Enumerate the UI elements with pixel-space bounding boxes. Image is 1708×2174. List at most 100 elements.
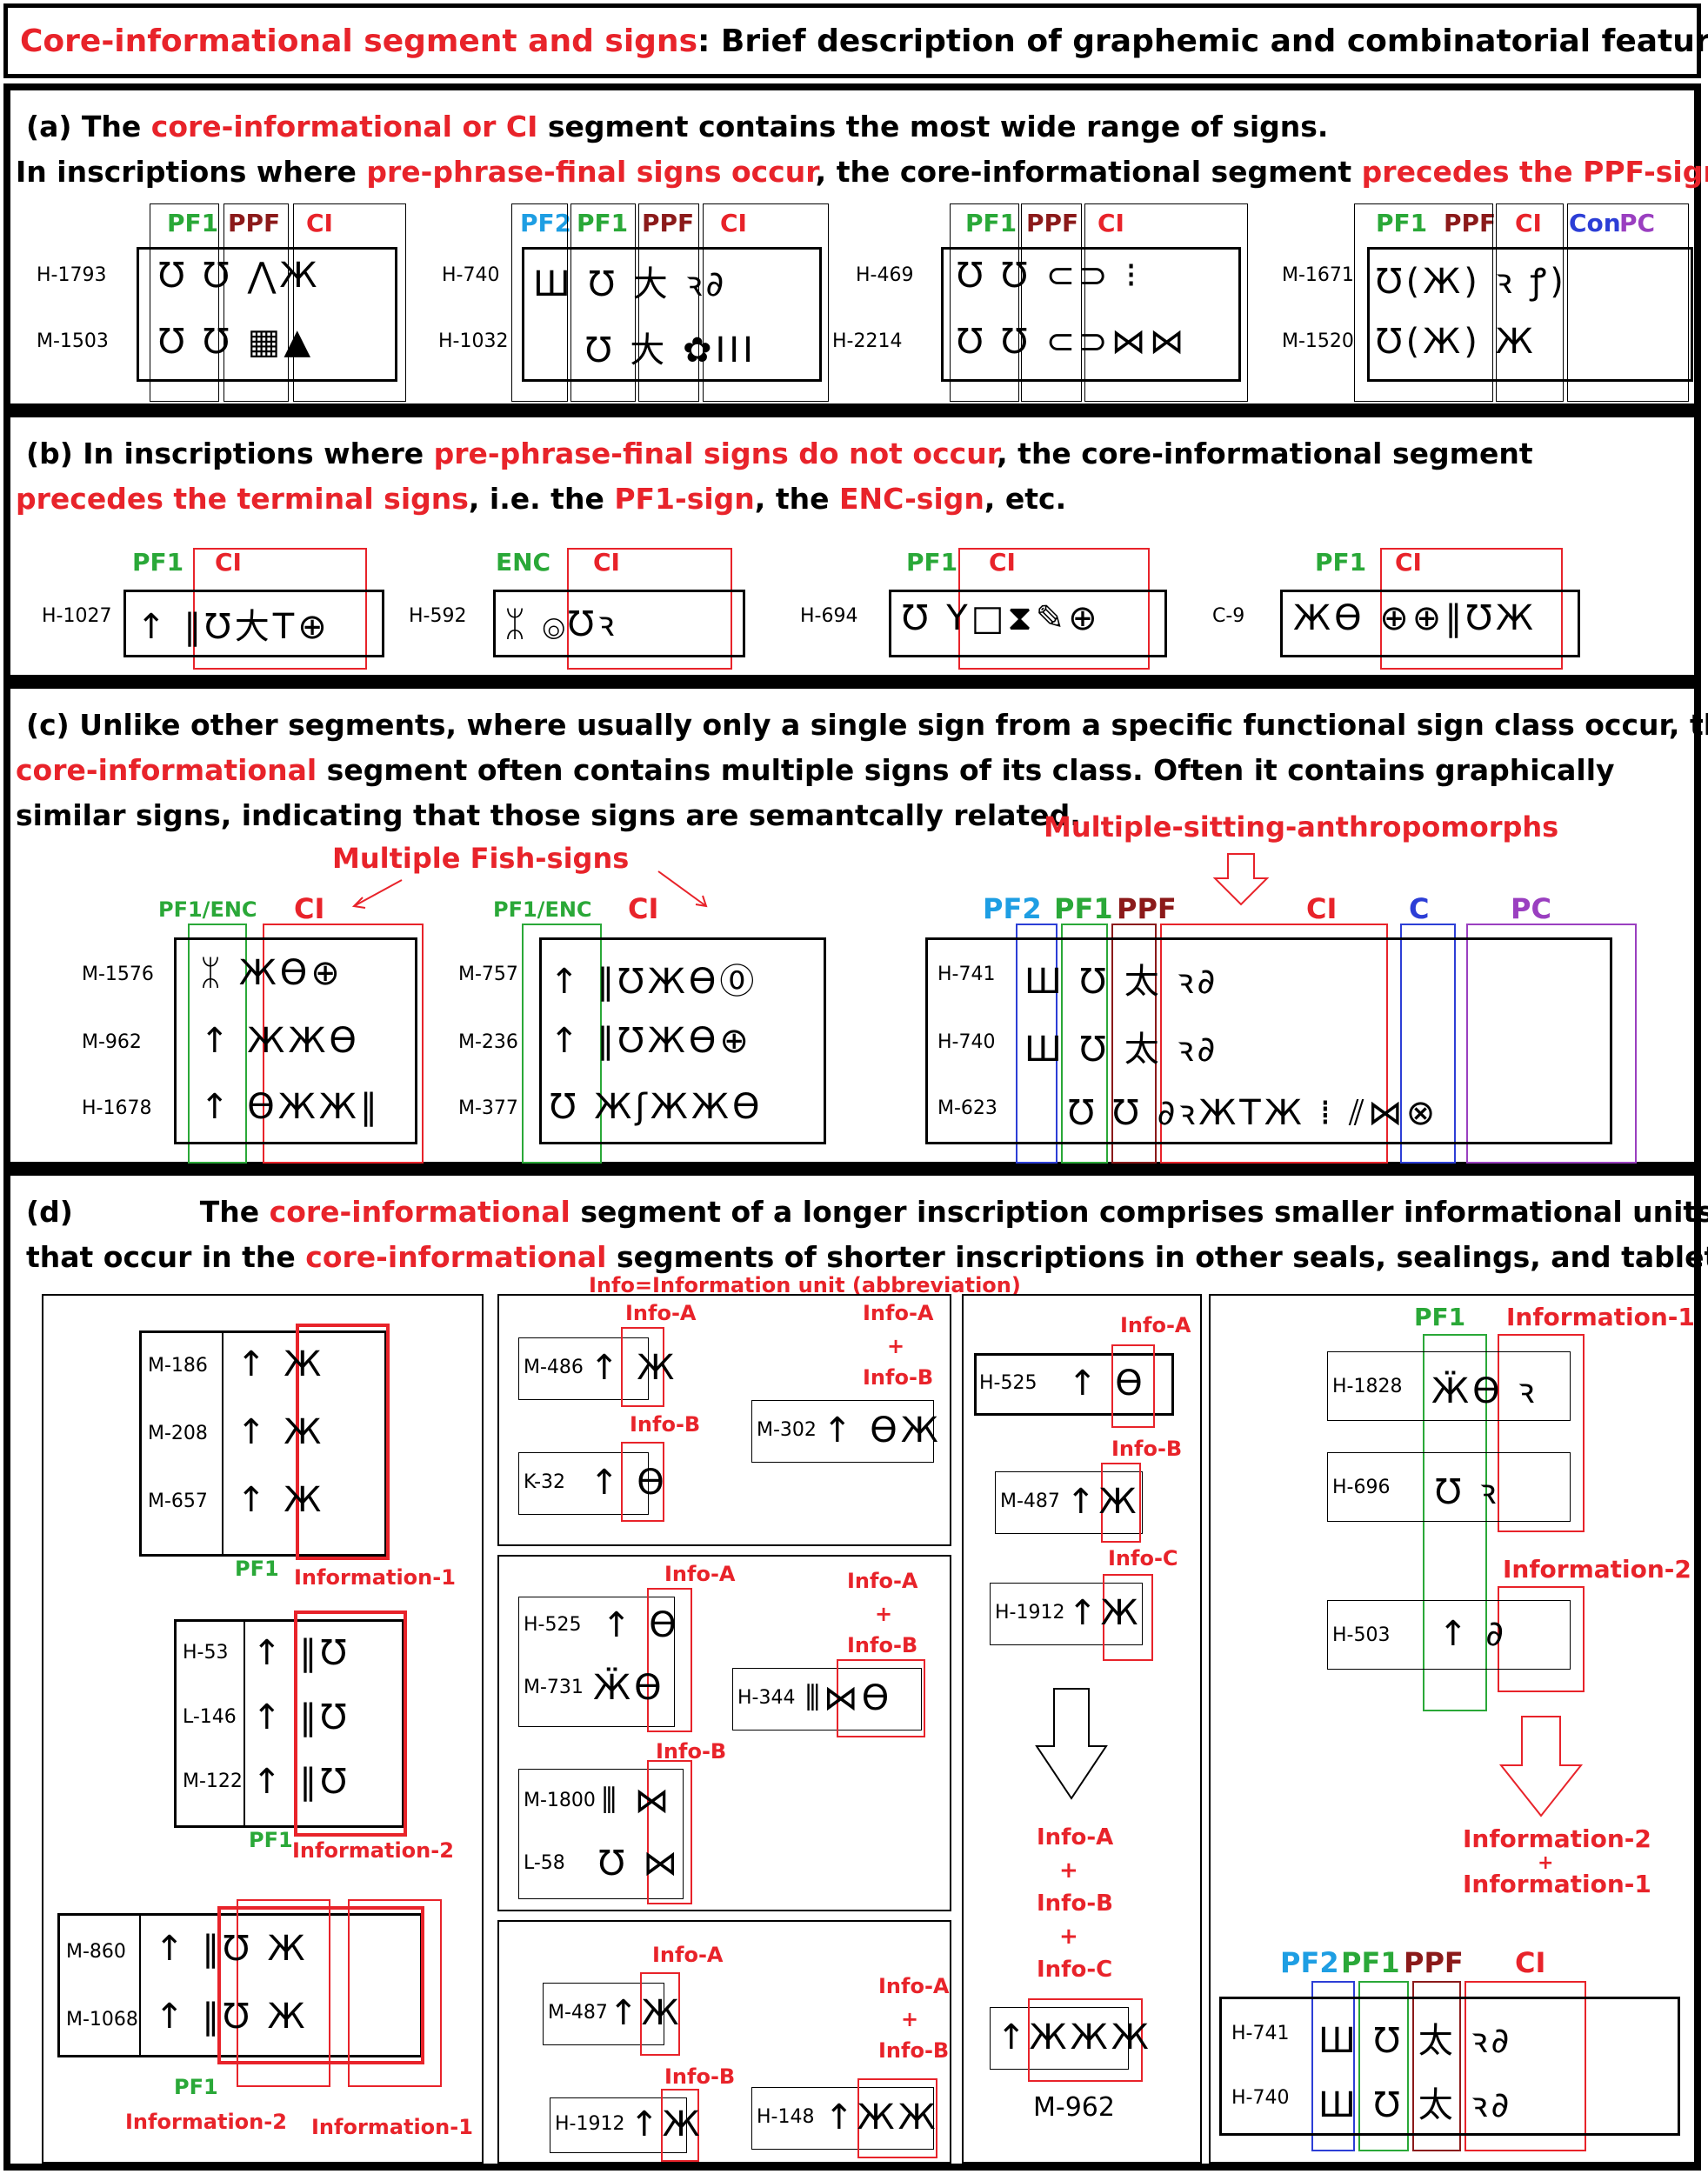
label-ci: CI — [593, 548, 620, 577]
inscription-box — [522, 247, 822, 382]
info-b-frame — [1101, 1463, 1141, 1543]
label-pf1: PF1 — [1315, 548, 1367, 577]
label-info-b: Info-B — [630, 1412, 701, 1437]
inscription-box — [174, 1619, 404, 1828]
sign-row: ӜӨ — [593, 1668, 665, 1708]
inscription-box — [174, 937, 417, 1144]
info-a-frame — [647, 1588, 692, 1732]
information-1-frame — [348, 1899, 442, 2087]
inscription-id: H-1793 — [37, 264, 107, 286]
label-info-a: Info-A — [652, 1943, 724, 1967]
label-ci: CI — [215, 548, 242, 577]
inscription-box — [518, 1597, 675, 1727]
inscription-id: H-525 — [979, 1372, 1037, 1394]
sign-row: ↑ Ө — [1068, 1364, 1146, 1404]
inscription-id: M-122 — [183, 1771, 243, 1792]
info-ab-frame — [857, 2078, 937, 2158]
sign-row: Ʊ Ʊ ⊂⊃⋈⋈ — [957, 322, 1188, 362]
inscription-id: M-487 — [548, 2002, 608, 2024]
inscription-box — [925, 937, 1612, 1144]
inscription-id: M-236 — [458, 1031, 518, 1053]
segment-frame — [224, 203, 289, 402]
label-info-a: Info-A — [878, 1974, 950, 1998]
sign-row: Ʊ Ʊ ⊂⊃ ⁝ — [957, 256, 1141, 296]
label-pf1: PF1 — [1054, 892, 1113, 925]
ci-frame — [263, 924, 424, 1164]
panel-a-group-3: PF1 PPF CI H-469 H-2214 Ʊ Ʊ ⊂⊃ ⁝ Ʊ Ʊ ⊂⊃⋈… — [819, 203, 1254, 403]
label-ci: CI — [989, 548, 1016, 577]
divider — [244, 1619, 245, 1828]
inscription-id: M-1671 — [1282, 264, 1354, 286]
label-ppf: PPF — [228, 209, 281, 237]
info-c-frame — [1103, 1574, 1153, 1661]
inscription-id: H-344 — [737, 1687, 796, 1709]
label-information-2: Information-2 — [292, 1838, 454, 1863]
inscription-box — [1327, 1600, 1571, 1670]
divider — [222, 1330, 224, 1557]
label-information-1: Information-1 — [311, 2115, 473, 2139]
inscription-id: H-53 — [183, 1642, 229, 1664]
panel-b-group-4: PF1 CI C-9 ЖӨ ⊕⊕‖ƱЖ — [1202, 548, 1585, 678]
title-bar: Core-informational segment and signs: Br… — [3, 3, 1708, 78]
ci-frame — [567, 548, 732, 670]
inscription-id: M-1503 — [37, 330, 109, 352]
sign-row: ↑ ӨЖ — [823, 1410, 942, 1450]
label-info-b: Info-B — [847, 1633, 918, 1657]
inscription-id: L-146 — [183, 1706, 237, 1728]
label-plus: + — [1059, 1924, 1078, 1950]
info-a-frame — [640, 1972, 680, 2056]
sign-row: ↑ ‖Ʊ Ж — [155, 1997, 309, 2037]
label-info-a: Info-A — [1037, 1824, 1114, 1851]
label-info-b: Info-B — [863, 1365, 934, 1390]
segment-frame — [703, 203, 829, 402]
c-frame — [1400, 924, 1456, 1164]
label-pf1-enc: PF1/ENC — [158, 897, 257, 922]
ci-frame — [1380, 548, 1563, 670]
inscription-id: H-469 — [856, 264, 914, 286]
inscription-box — [751, 2087, 934, 2150]
label-plus: + — [875, 1602, 893, 1626]
info-abc-frame — [1028, 1998, 1143, 2082]
label-pf1: PF1 — [167, 209, 219, 237]
label-information-1: Information-1 — [1463, 1870, 1651, 1898]
panel-b-group-3: PF1 CI H-694 Ʊ Y□⧗✎⊕ — [793, 548, 1176, 678]
ci-frame — [1464, 1981, 1586, 2151]
inscription-box — [732, 1668, 922, 1731]
label-pf1: PF1 — [1376, 209, 1428, 237]
inscription-box — [123, 590, 384, 657]
segment-frame — [570, 203, 636, 402]
label-information-2: Information-2 — [1503, 1555, 1691, 1584]
inscription-box — [1327, 1452, 1571, 1522]
sign-row: ↑Ж — [1068, 1593, 1142, 1633]
inscription-box — [1367, 247, 1693, 382]
inscription-box — [990, 2007, 1129, 2070]
label-c: C — [1409, 892, 1430, 925]
panel-b: (b) In inscriptions where pre-phrase-fin… — [3, 410, 1701, 682]
sign-row: ↑ ‖Ʊ大T⊕ — [137, 607, 330, 647]
inscription-id: H-1912 — [555, 2113, 625, 2135]
sign-row: Ш Ʊ 太 ꝛ∂ — [1024, 962, 1219, 1002]
inscription-box — [539, 937, 826, 1144]
panel-d-column-2: Info-A Info-A + Info-B M-486 ↑ Ж Info-B … — [497, 1294, 951, 2164]
pf1-frame — [1423, 1334, 1487, 1711]
panel-b-group-2: ENC CI H-592 ᛯ ⓞƱꝛ — [402, 548, 767, 678]
inscription-box — [1219, 1997, 1680, 2136]
panel-d: (d)The core-informational segment of a l… — [3, 1169, 1708, 2171]
label-ppf: PPF — [1117, 892, 1177, 925]
inscription-id: H-148 — [757, 2106, 815, 2128]
annotation-anthropomorphs: Multiple-sitting-anthropomorphs — [1044, 810, 1559, 844]
panel-d-column-4: PF1 Information-1 H-1828 ӜӨ ꝛ H-696 Ʊ ꝛ … — [1209, 1294, 1696, 2164]
sign-row: ↑ ‖Ʊ Ж — [155, 1929, 309, 1969]
info-b-frame — [661, 2089, 699, 2162]
sign-row: ↑ Ө — [590, 1463, 668, 1503]
label-info-a: Info-A — [625, 1301, 697, 1325]
label-info-a: Info-A — [863, 1301, 934, 1325]
inscription-id: M-486 — [524, 1357, 584, 1378]
abbreviation-note: Info=Information unit (abbreviation) — [589, 1273, 1021, 1297]
label-info-c: Info-C — [1108, 1546, 1178, 1570]
ci-frame — [1160, 924, 1388, 1164]
label-ci: CI — [294, 892, 325, 925]
info-a-frame — [621, 1327, 664, 1407]
label-pc: PC — [1619, 209, 1656, 237]
sign-row: Ʊ ⋈ — [598, 1844, 682, 1884]
